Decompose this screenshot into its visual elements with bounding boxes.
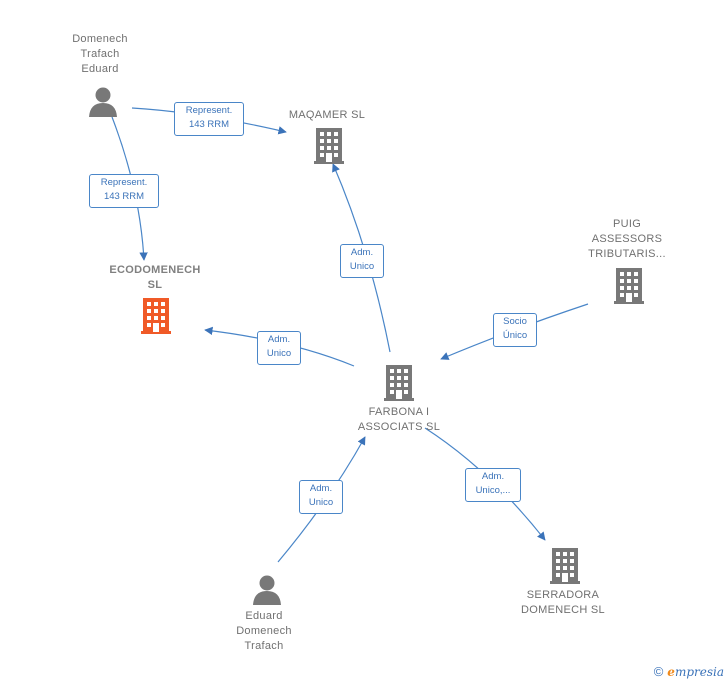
node-label-domenech-trafach[interactable]: Domenech Trafach Eduard xyxy=(72,33,128,75)
node-label-farbona[interactable]: FARBONA I ASSOCIATS SL xyxy=(357,406,441,433)
node-label-serradora[interactable]: SERRADORA DOMENECH SL xyxy=(521,589,605,616)
node-label-ecodomenech[interactable]: ECODOMENECH SL xyxy=(109,264,201,291)
building-icon[interactable] xyxy=(314,128,344,164)
edge-label-adm-unico[interactable]: Adm. Unico xyxy=(257,331,301,365)
building-icon[interactable] xyxy=(550,548,580,584)
building-icon[interactable] xyxy=(614,268,644,304)
building-icon[interactable] xyxy=(384,365,414,401)
node-label-maqamer[interactable]: MAQAMER SL xyxy=(288,109,366,121)
edge-label-socio-unico[interactable]: Socio Único xyxy=(493,313,537,347)
edge-label-represent[interactable]: Represent. 143 RRM xyxy=(174,102,244,136)
building-icon[interactable] xyxy=(141,298,171,334)
person-icon[interactable] xyxy=(88,86,118,118)
node-label-puig[interactable]: PUIG ASSESSORS TRIBUTARIS... xyxy=(588,218,666,260)
person-icon[interactable] xyxy=(252,574,282,606)
brand-wordmark: empresia xyxy=(667,664,724,679)
edge-label-adm-unico[interactable]: Adm. Unico xyxy=(340,244,384,278)
edge-label-represent[interactable]: Represent. 143 RRM xyxy=(89,174,159,208)
node-label-eduard[interactable]: Eduard Domenech Trafach xyxy=(236,610,292,652)
edge-label-adm-unico[interactable]: Adm. Unico xyxy=(299,480,343,514)
copyright-icon: © xyxy=(653,664,664,679)
edge-label-adm-unico-etc[interactable]: Adm. Unico,... xyxy=(465,468,521,502)
empresia-logo: © empresia xyxy=(654,664,724,679)
